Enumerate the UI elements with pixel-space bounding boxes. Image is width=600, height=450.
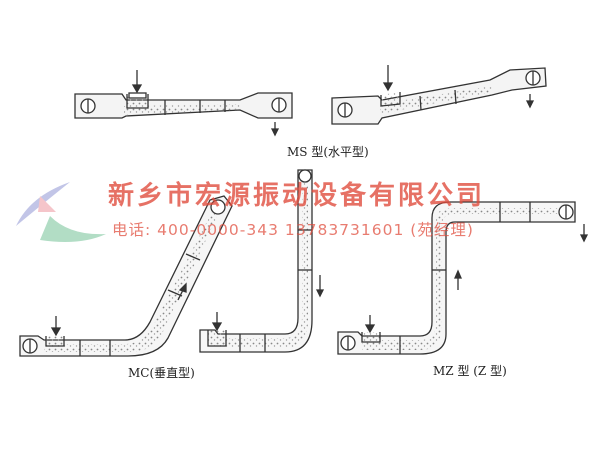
mc-vertical-conveyor-incline: [19, 195, 233, 357]
watermark-phone: 电话: 400-0000-343 13783731601 (苑经理): [112, 221, 474, 239]
watermark-company-name: 新乡市宏源振动设备有限公司: [108, 181, 486, 211]
mz-type-label: MZ 型 (Z 型): [433, 364, 507, 378]
mc-type-label: MC(垂直型): [128, 366, 195, 380]
mz-z-type-conveyor: [337, 201, 589, 355]
ms-inclined-conveyor-right: [331, 65, 547, 125]
ms-horizontal-conveyor-left: [74, 70, 293, 137]
watermark-logo: [16, 182, 106, 242]
mc-vertical-conveyor-upright: [199, 169, 325, 353]
ms-type-label: MS 型(水平型): [287, 145, 369, 159]
